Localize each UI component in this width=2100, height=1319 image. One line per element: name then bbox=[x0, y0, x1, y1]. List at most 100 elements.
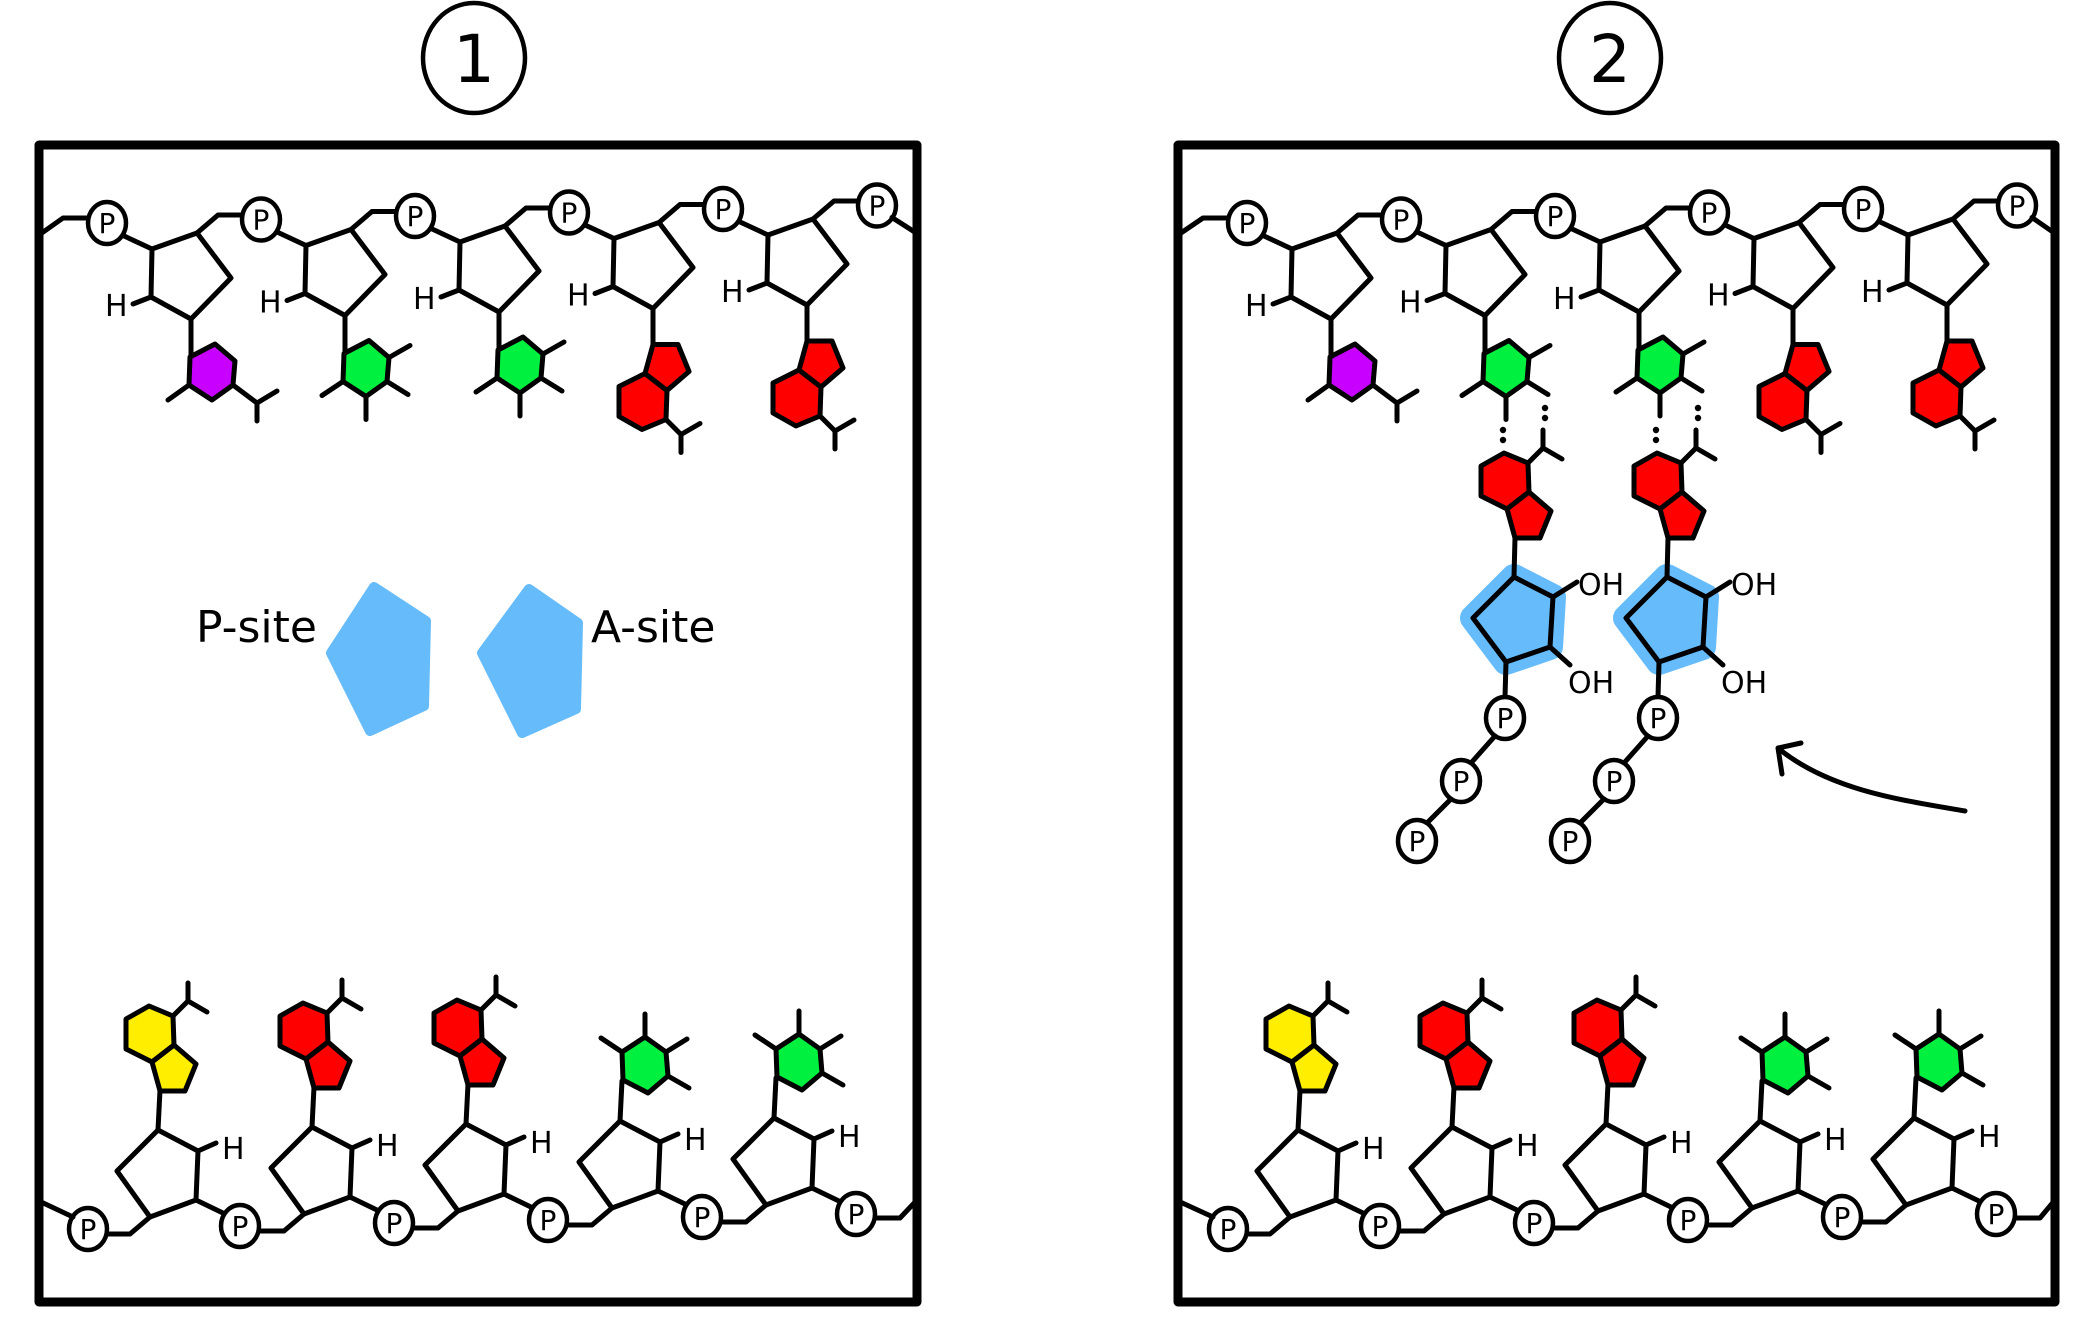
backbone-link bbox=[1950, 198, 2002, 222]
backbone-link bbox=[411, 1208, 461, 1231]
ribose-sugar bbox=[1623, 574, 1709, 665]
substituent bbox=[1805, 1073, 1832, 1091]
phosphodiester-bond bbox=[1875, 218, 1911, 238]
substituent bbox=[752, 1032, 779, 1052]
phosphate-circle bbox=[1548, 817, 1592, 865]
substituent bbox=[1803, 417, 1824, 437]
deoxyribose-sugar bbox=[764, 216, 850, 308]
substituent bbox=[185, 998, 210, 1015]
deoxyribose-sugar bbox=[1870, 1115, 1957, 1208]
phosphate-label: P bbox=[1393, 204, 1410, 237]
purine-base bbox=[1910, 338, 1997, 452]
hydrogen-bond-dot bbox=[1499, 426, 1507, 434]
nucleotide: HP bbox=[1379, 196, 1553, 422]
phosphate-label: P bbox=[1372, 1210, 1389, 1243]
h-bond-line bbox=[1886, 280, 1910, 293]
pyrimidine-ring bbox=[1634, 334, 1686, 396]
h-bond-line bbox=[1643, 1134, 1667, 1148]
backbone-link bbox=[1175, 1198, 1216, 1220]
phosphate-label: P bbox=[1988, 1198, 2005, 1231]
substituent bbox=[1370, 382, 1400, 406]
pyrimidine-base bbox=[319, 338, 413, 422]
pyrimidine-ring bbox=[1913, 1031, 1965, 1093]
pyrimidine-ring bbox=[619, 1034, 671, 1096]
glycosidic-bond bbox=[1603, 1081, 1611, 1127]
hydrogen-label: H bbox=[1245, 289, 1268, 324]
backbone-link bbox=[1796, 202, 1848, 225]
h-bond-line bbox=[1270, 294, 1294, 307]
substituent bbox=[663, 1036, 690, 1055]
pyrimidine-base bbox=[1892, 1008, 1986, 1093]
glycosidic-bond bbox=[1295, 1087, 1303, 1133]
hydroxyl-label: OH bbox=[1731, 568, 1777, 603]
backbone-link bbox=[1243, 1214, 1293, 1237]
panel-number: 2 bbox=[1589, 21, 1631, 98]
backbone-link bbox=[194, 212, 246, 236]
phosphate-group: P bbox=[1395, 817, 1439, 865]
glycosidic-bond bbox=[1911, 1075, 1919, 1121]
backbone-link bbox=[103, 1214, 153, 1237]
deoxyribose-sugar bbox=[730, 1115, 817, 1208]
backbone-link bbox=[1397, 1211, 1447, 1234]
substituent bbox=[1957, 1033, 1984, 1052]
nucleotide: HP bbox=[1859, 1008, 2058, 1238]
phosphodiester-bond bbox=[1413, 229, 1449, 248]
substituent bbox=[478, 992, 499, 1013]
phosphate-label: P bbox=[407, 200, 424, 233]
h-bond-line bbox=[438, 287, 462, 300]
phosphodiester-bond bbox=[119, 232, 155, 252]
phosphate-label: P bbox=[80, 1213, 97, 1246]
substituent bbox=[493, 992, 518, 1009]
substituent bbox=[1479, 995, 1504, 1012]
pyrimidine-base bbox=[1613, 334, 1707, 419]
nucleotide: HP bbox=[1397, 977, 1556, 1247]
hydrogen-bond-dot bbox=[1652, 426, 1660, 434]
phosphate-group: P bbox=[1592, 757, 1636, 805]
phosphate-circle bbox=[393, 192, 437, 240]
pyrimidine-ring bbox=[1759, 1034, 1811, 1096]
phosphate-group: P bbox=[1636, 694, 1680, 742]
substituent bbox=[1972, 417, 1997, 434]
substituent bbox=[1678, 445, 1699, 466]
hydrogen-label: H bbox=[567, 279, 590, 314]
backbone-link bbox=[257, 1211, 307, 1234]
substituent bbox=[1325, 998, 1350, 1015]
incoming-arrow-shaft bbox=[1776, 746, 1968, 814]
substituent bbox=[1892, 1032, 1919, 1052]
backbone-link bbox=[1859, 1202, 1909, 1225]
pyrimidine-base bbox=[1459, 338, 1553, 422]
glycosidic-bond bbox=[617, 1078, 625, 1124]
phosphate-label: P bbox=[232, 1210, 249, 1243]
h-bond-line bbox=[1335, 1140, 1359, 1154]
substituent bbox=[1959, 1070, 1986, 1088]
glycosidic-bond bbox=[463, 1081, 471, 1127]
glycosidic-bond bbox=[1511, 535, 1518, 580]
pyrimidine-base bbox=[1305, 341, 1420, 424]
substituent bbox=[665, 1073, 692, 1091]
phosphate-circle bbox=[834, 1190, 878, 1238]
substituent bbox=[598, 1035, 625, 1055]
substituent bbox=[319, 379, 346, 398]
substituent bbox=[1818, 421, 1843, 437]
deoxyribose-sugar bbox=[610, 220, 696, 311]
phosphate-group: P bbox=[1995, 182, 2039, 229]
phosphate-label: P bbox=[1680, 1204, 1697, 1237]
phosphate-bond bbox=[1424, 796, 1454, 826]
substituent bbox=[1305, 382, 1332, 403]
phosphodiester-bond bbox=[1487, 1194, 1522, 1214]
nucleotide: HP bbox=[411, 974, 570, 1244]
backbone-link bbox=[872, 1197, 920, 1221]
panel-frame bbox=[1173, 140, 2060, 1307]
h-bond-line bbox=[746, 280, 770, 293]
purine-base bbox=[1263, 980, 1350, 1094]
phosphate-label: P bbox=[869, 190, 886, 223]
h-bond-line bbox=[1578, 287, 1602, 300]
hydrogen-label: H bbox=[1861, 275, 1884, 310]
nucleotide: HP bbox=[719, 1008, 920, 1238]
ribose-sugar bbox=[1470, 574, 1556, 665]
hydroxyl-label: OH bbox=[1721, 666, 1767, 701]
phosphate-bond bbox=[1468, 733, 1498, 766]
hydrogen-bond-dot bbox=[1541, 404, 1549, 412]
